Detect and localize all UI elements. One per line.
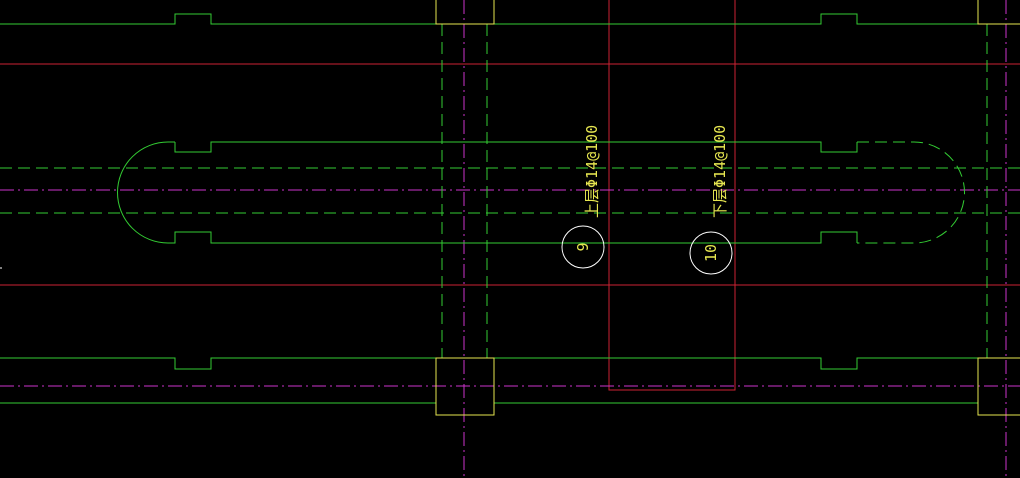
column-top-right [977, 0, 1020, 25]
bottom-wall-upper-left [0, 357, 436, 370]
slot-outline-dashed [857, 141, 965, 244]
slot-outline-solid [117, 141, 858, 244]
green-solid-lines [0, 13, 1020, 404]
red-strip-rect [608, 0, 736, 391]
top-wall-line [0, 13, 436, 25]
rebar-annotations: 上层Φ14@100 下层Φ14@100 [583, 125, 729, 218]
column-bottom-right [977, 357, 1020, 416]
rebar-label-bottom-layer: 下层Φ14@100 [711, 125, 729, 218]
tag-9-label: 9 [574, 242, 592, 251]
bottom-wall-upper-right [494, 357, 978, 370]
tag-10: 10 [689, 231, 733, 275]
tag-9-circle [561, 225, 605, 269]
top-wall-line-right [494, 13, 978, 25]
tag-9: 9 [561, 225, 605, 269]
yellow-columns [435, 0, 1020, 416]
tag-10-circle [689, 231, 733, 275]
green-dashed-lines [0, 24, 1020, 358]
tag-10-label: 10 [702, 244, 720, 262]
rebar-label-top-layer: 上层Φ14@100 [583, 125, 601, 218]
red-lines [0, 0, 1020, 391]
column-top-left [435, 0, 495, 25]
column-bottom-left [435, 357, 495, 416]
